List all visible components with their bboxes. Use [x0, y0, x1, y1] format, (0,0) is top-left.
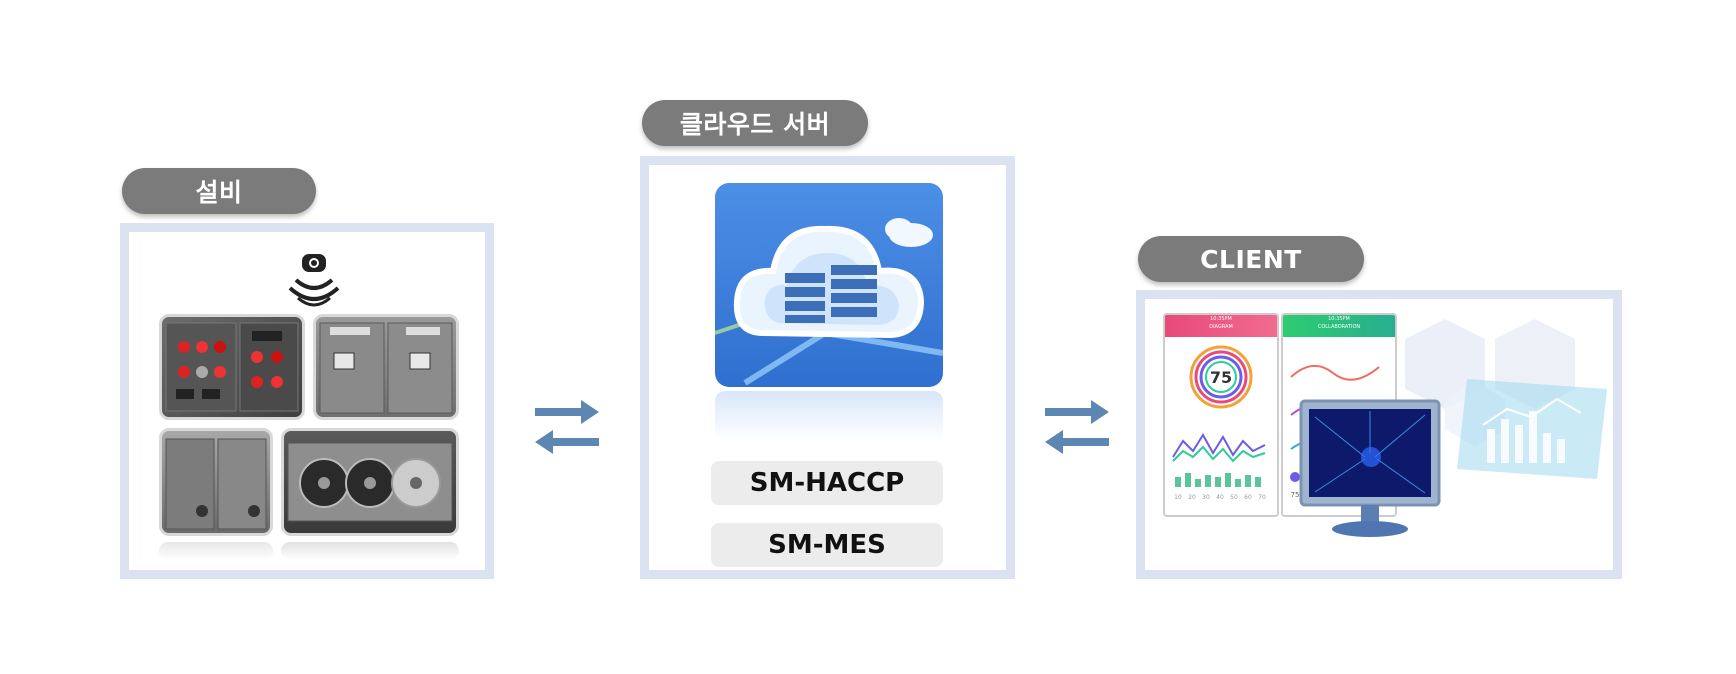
cloud-reflection	[715, 391, 943, 441]
phone2-stat-value: 75	[1291, 491, 1300, 499]
svg-text:10: 10	[1174, 494, 1182, 501]
phone2-header: COLLABORATION	[1317, 324, 1361, 330]
svg-text:70: 70	[1258, 494, 1266, 501]
photo-reflection	[159, 542, 273, 560]
phone-diagram-screen: 10:35PM DIAGRAM 75 10 20 30 40	[1163, 313, 1279, 517]
phone2-time: 10:35PM	[1328, 316, 1350, 322]
svg-text:30: 30	[1202, 494, 1210, 501]
cloud-panel: SM-HACCP SM-MES	[640, 156, 1015, 579]
equipment-photo-condenser	[281, 428, 459, 536]
cloud-title: 클라우드 서버	[679, 110, 831, 139]
equipment-photo-control-panel	[159, 314, 305, 420]
phone1-header: DIAGRAM	[1209, 324, 1233, 330]
svg-text:20: 20	[1188, 494, 1196, 501]
client-title-pill: CLIENT	[1138, 236, 1364, 282]
equipment-panel	[120, 223, 494, 579]
cloud-title-pill: 클라우드 서버	[642, 100, 868, 146]
equipment-photo-freezer	[159, 428, 273, 536]
client-panel: 10:35PM DIAGRAM 75 10 20 30 40	[1136, 290, 1622, 579]
equipment-photo-cabinets	[313, 314, 459, 420]
cloud-server-icon	[715, 183, 943, 387]
photo-reflection	[281, 542, 459, 560]
product-label-sm-mes: SM-MES	[711, 523, 943, 567]
equipment-title: 설비	[195, 178, 243, 207]
chart-panel-icon	[1457, 379, 1607, 479]
svg-text:40: 40	[1216, 494, 1224, 501]
svg-text:50: 50	[1230, 494, 1238, 501]
wireless-sensor-icon	[288, 254, 340, 307]
product-label-sm-haccp: SM-HACCP	[711, 461, 943, 505]
svg-text:60: 60	[1244, 494, 1252, 501]
phone1-time: 10:35PM	[1210, 316, 1232, 322]
equipment-title-pill: 설비	[122, 168, 316, 214]
exchange-arrows-icon	[535, 400, 599, 454]
monitor-icon	[1299, 399, 1441, 537]
exchange-arrows-icon	[1045, 400, 1109, 454]
phone1-gauge-value: 75	[1210, 368, 1232, 387]
client-title: CLIENT	[1200, 244, 1302, 274]
